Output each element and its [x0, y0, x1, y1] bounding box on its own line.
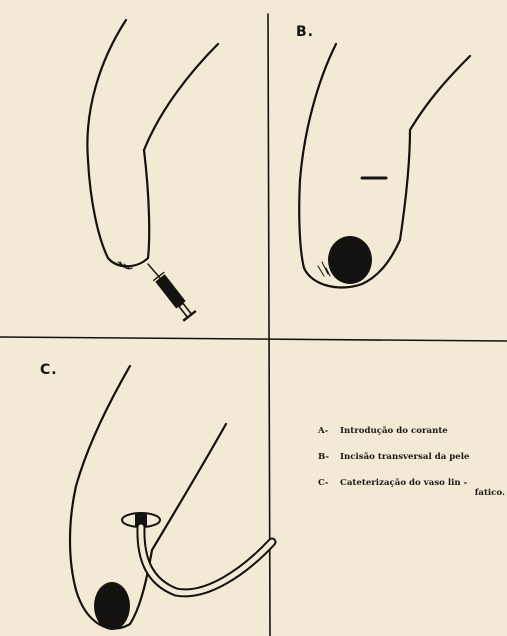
panel-b-finger	[299, 44, 470, 287]
legend-text-continued: fatico.	[318, 488, 507, 498]
horizontal-divider	[0, 337, 507, 341]
panel-b-dye-spot	[328, 236, 372, 284]
legend-key: B-	[318, 452, 340, 462]
legend: A- Introdução do corante B- Incisão tran…	[318, 426, 507, 498]
panel-b-label: B.	[296, 24, 314, 40]
legend-item-c: C- Cateterização do vaso lin - fatico.	[318, 478, 507, 498]
legend-item-b: B- Incisão transversal da pele	[318, 452, 507, 462]
panel-c-dye-spot	[94, 582, 130, 630]
panel-c-catheter	[122, 513, 272, 593]
legend-text: Cateterização do vaso lin -	[340, 478, 467, 488]
legend-text: Introdução do corante	[340, 426, 448, 436]
panel-c-label: C.	[40, 362, 58, 378]
legend-text: Incisão transversal da pele	[340, 452, 469, 462]
panel-a-syringe	[148, 264, 196, 321]
panel-a-finger	[87, 20, 218, 269]
legend-key: A-	[318, 426, 340, 436]
legend-item-a: A- Introdução do corante	[318, 426, 507, 436]
legend-key: C-	[318, 478, 340, 488]
